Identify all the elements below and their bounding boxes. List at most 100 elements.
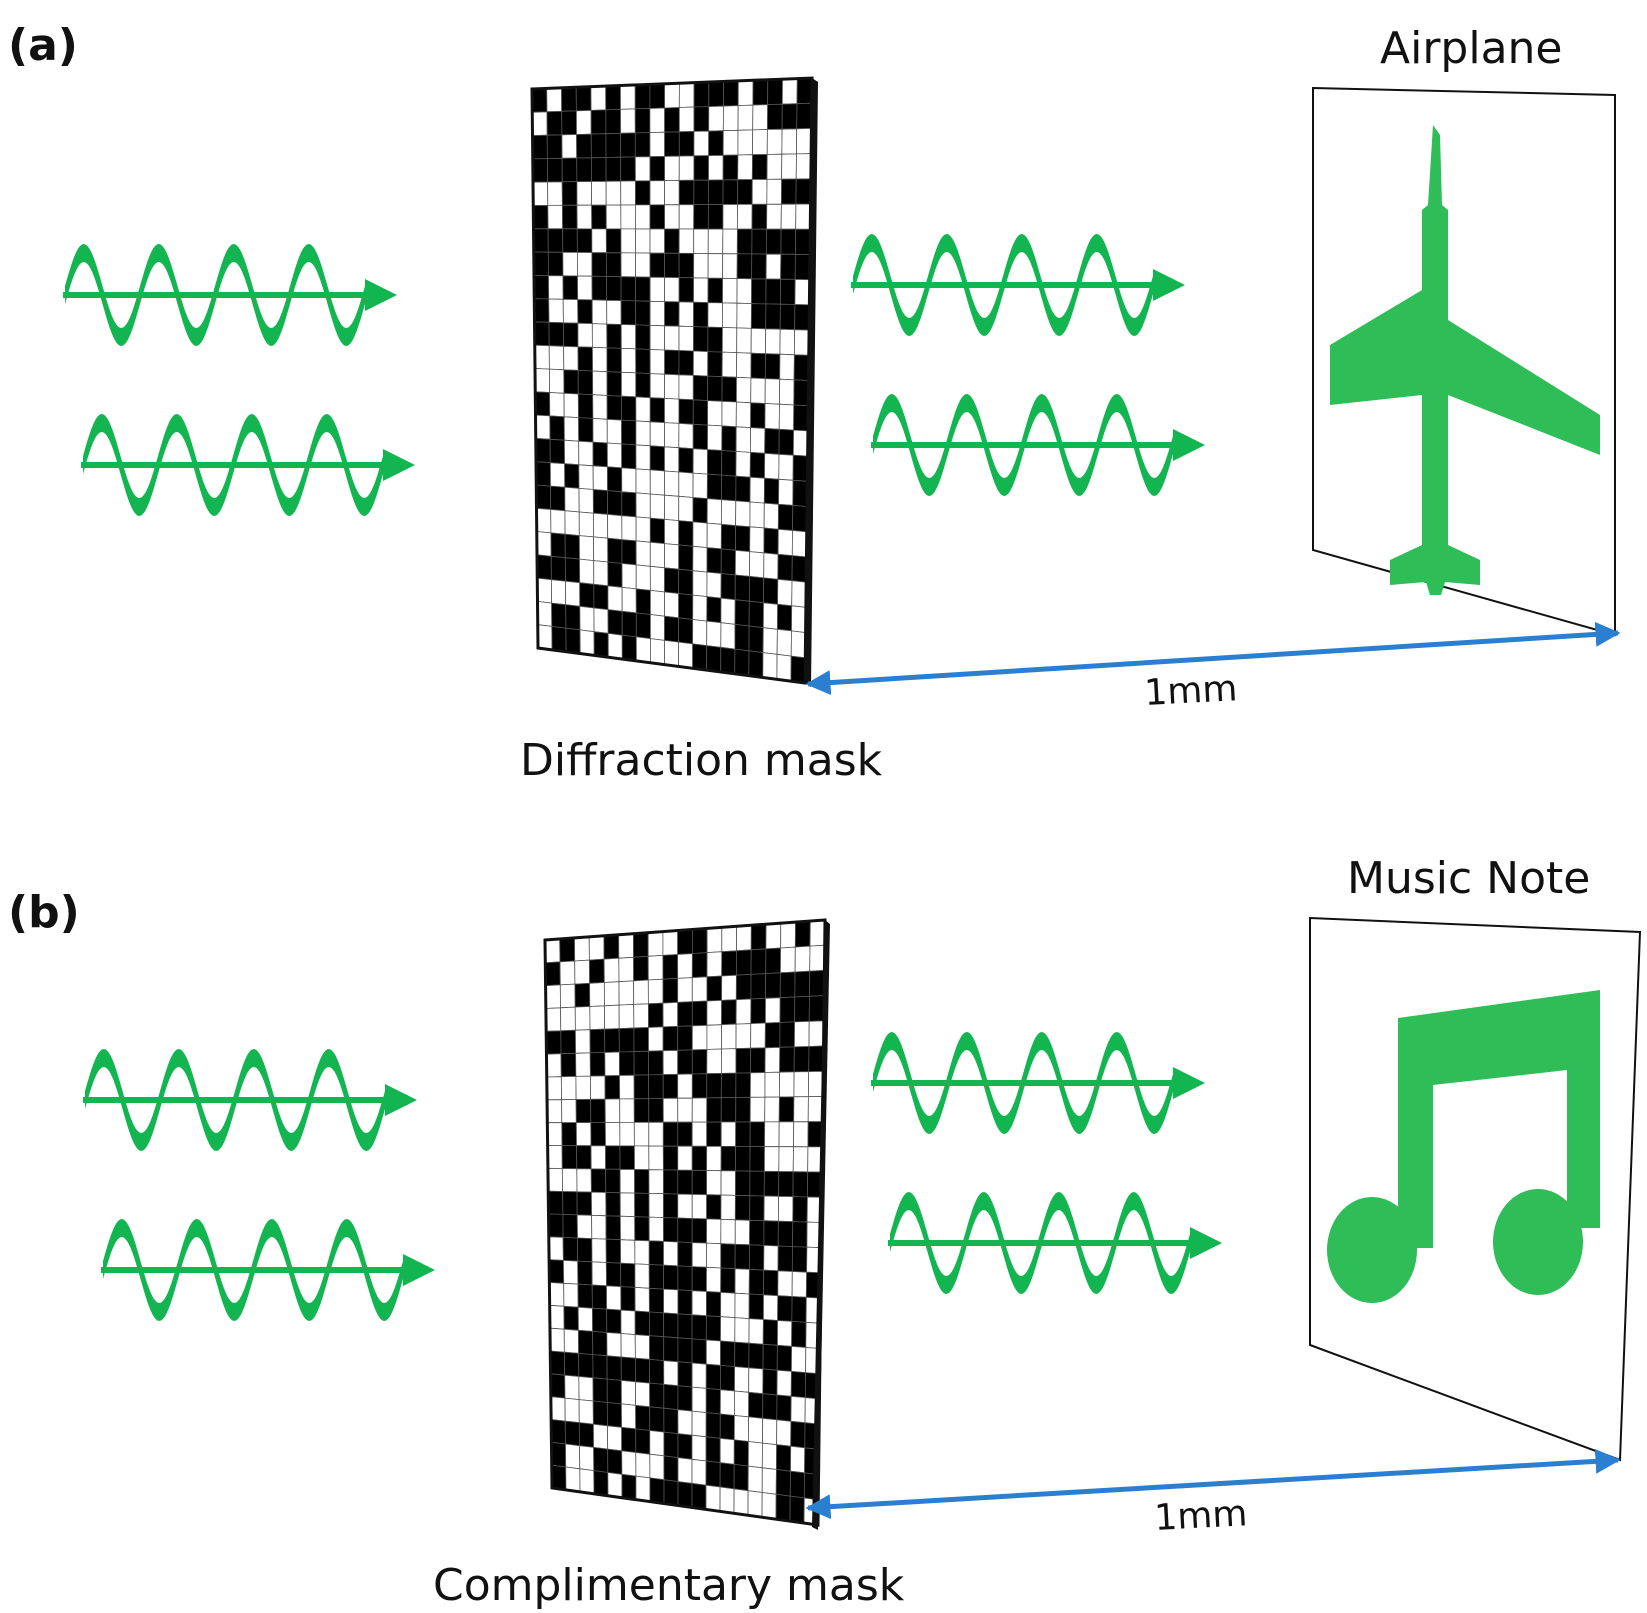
mask-cell bbox=[748, 625, 764, 654]
mask-cell bbox=[589, 1075, 606, 1100]
mask-cell bbox=[720, 646, 736, 675]
mask-cell bbox=[776, 1369, 792, 1397]
mask-cell bbox=[591, 1261, 607, 1287]
mask-cell bbox=[579, 1468, 595, 1495]
mask-cell bbox=[749, 1195, 765, 1222]
mask-cell bbox=[545, 1007, 562, 1032]
mask-cell bbox=[677, 1457, 693, 1484]
mask-cell bbox=[565, 1443, 581, 1470]
mask-cell bbox=[736, 352, 752, 379]
mask-cell bbox=[736, 253, 753, 280]
mask-cell bbox=[735, 1072, 751, 1098]
mask-cell bbox=[533, 228, 549, 253]
mask-cell bbox=[790, 1370, 807, 1399]
sine-wave-arrow-icon bbox=[81, 414, 415, 516]
mask-cell bbox=[635, 276, 651, 302]
mask-cell bbox=[592, 465, 608, 492]
mask-cell bbox=[621, 634, 637, 662]
mask-cell bbox=[809, 969, 825, 997]
mask-cell bbox=[678, 350, 694, 376]
mask-cell bbox=[550, 1396, 566, 1422]
mask-cell bbox=[562, 1259, 579, 1285]
mask-cell bbox=[662, 954, 679, 980]
mask-cell bbox=[648, 1145, 664, 1171]
mask-cell bbox=[561, 1122, 577, 1146]
mask-cell bbox=[577, 275, 593, 301]
mask-cell bbox=[549, 415, 565, 441]
mask-cell bbox=[722, 203, 739, 230]
mask-cell bbox=[564, 1397, 580, 1424]
mask-cell bbox=[677, 1097, 693, 1123]
mask-cell bbox=[692, 521, 708, 549]
mask-cell bbox=[763, 1269, 779, 1297]
mask-cell bbox=[789, 1495, 805, 1524]
mask-cell bbox=[677, 1169, 693, 1195]
mask-cell bbox=[677, 1241, 693, 1268]
mask-cell bbox=[576, 1168, 592, 1193]
transmitted-waves-a bbox=[851, 234, 1205, 496]
mask-cell bbox=[720, 1267, 736, 1294]
sine-wave-arrow-icon bbox=[871, 394, 1205, 496]
mask-cell bbox=[561, 134, 578, 159]
mask-cell bbox=[605, 1168, 621, 1194]
mask-cell bbox=[663, 1169, 679, 1195]
mask-cell bbox=[662, 977, 679, 1004]
mask-cell bbox=[706, 473, 723, 501]
mask-cell bbox=[593, 560, 609, 587]
mask-cell bbox=[752, 129, 768, 156]
mask-cell bbox=[621, 467, 637, 494]
mask-cell bbox=[561, 110, 577, 136]
mask-cell bbox=[706, 1145, 722, 1172]
mask-cell bbox=[633, 1145, 650, 1171]
mask-cell bbox=[648, 1287, 664, 1314]
mask-cell bbox=[618, 956, 635, 983]
mask-cell bbox=[734, 623, 750, 652]
mask-cell bbox=[705, 1387, 721, 1415]
mask-cell bbox=[736, 203, 753, 230]
mask-cell bbox=[693, 130, 710, 157]
mask-cell bbox=[618, 980, 635, 1006]
mask-cell bbox=[794, 304, 810, 331]
mask-cell bbox=[677, 1289, 693, 1316]
mask-cell bbox=[691, 1386, 707, 1414]
mask-cell bbox=[605, 252, 622, 278]
mask-cell bbox=[537, 600, 553, 627]
mask-cell bbox=[692, 472, 708, 500]
mask-cell bbox=[705, 1315, 722, 1342]
mask-cell bbox=[607, 537, 623, 564]
mask-cell bbox=[621, 1473, 637, 1501]
mask-cell bbox=[574, 1006, 591, 1031]
distance-arrow-b bbox=[805, 1448, 1621, 1520]
mask-cell bbox=[606, 299, 622, 325]
mask-cell bbox=[560, 1052, 577, 1078]
mask-cell bbox=[720, 1097, 737, 1123]
mask-cell bbox=[620, 204, 636, 230]
mask-cell bbox=[620, 300, 637, 326]
mask-cell bbox=[662, 1049, 679, 1076]
mask-cell bbox=[795, 153, 812, 180]
mask-cell bbox=[532, 181, 549, 206]
mask-cell bbox=[593, 1446, 609, 1473]
mask-cell bbox=[691, 1024, 708, 1051]
mask-cell bbox=[691, 1362, 707, 1389]
mask-cell bbox=[635, 1428, 651, 1455]
mask-cell bbox=[750, 303, 767, 330]
mask-cell bbox=[776, 1394, 792, 1422]
mask-cell bbox=[635, 636, 651, 664]
mask-cell bbox=[764, 1121, 780, 1148]
mask-cell bbox=[761, 1442, 778, 1470]
mask-cell bbox=[692, 497, 708, 524]
mask-cell bbox=[549, 462, 566, 488]
mask-cell bbox=[649, 324, 665, 351]
mask-cell bbox=[807, 1070, 824, 1098]
mask-cell bbox=[763, 1220, 779, 1247]
mask-cell bbox=[635, 372, 651, 399]
mask-cell bbox=[536, 507, 552, 534]
mask-cell bbox=[634, 1334, 650, 1360]
mask-cell bbox=[793, 379, 809, 407]
mask-cell bbox=[691, 1218, 708, 1244]
mask-cell bbox=[749, 1170, 765, 1197]
mask-cell bbox=[735, 401, 752, 429]
mask-cell bbox=[649, 204, 665, 230]
incident-waves-a bbox=[63, 244, 415, 516]
